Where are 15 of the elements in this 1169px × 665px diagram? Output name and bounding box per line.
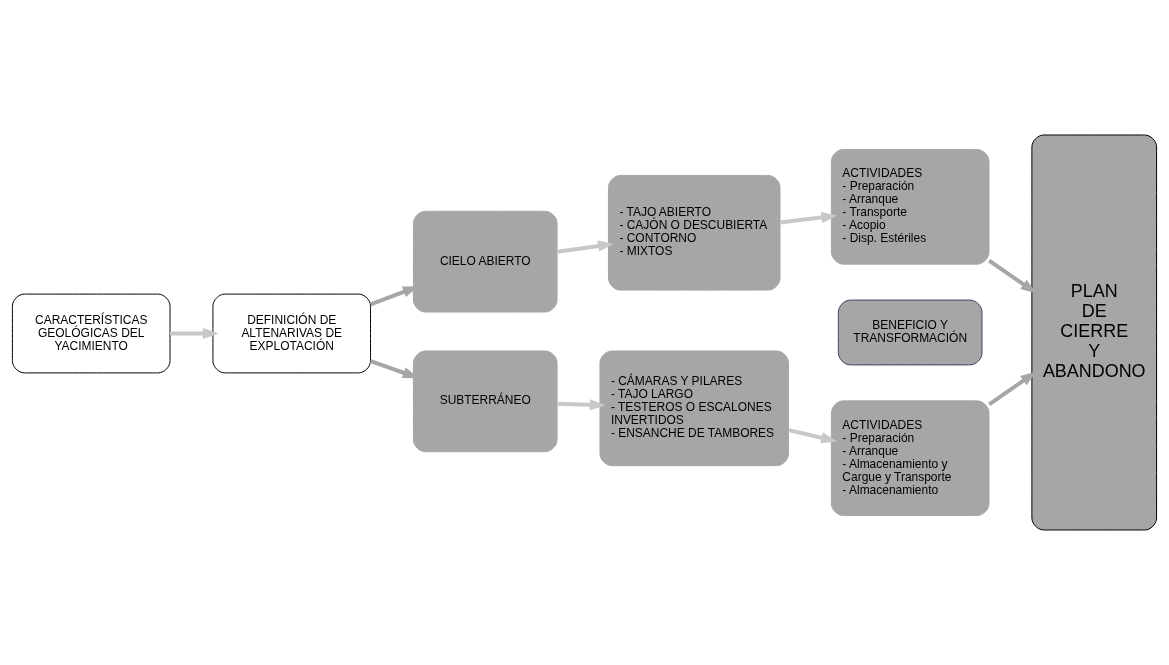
node-box: ACTIVIDADES - Preparación - Arranque - Almacenamiento y Cargue y Transporte - Almacenamiento (830, 400, 990, 517)
node-box: DEFINICIÓN DE ALTENARIVAS DE EXPLOTACIÓN (212, 293, 372, 374)
node-box: ACTIVIDADES - Preparación - Arranque - Transporte - Acopio - Disp. Estériles (830, 148, 990, 265)
arrow (788, 428, 838, 444)
node-box: SUBTERRÁNEO (412, 350, 558, 453)
arrow (170, 327, 219, 340)
arrow (779, 211, 838, 225)
node-box: PLAN DE CIERRE Y ABANDONO (1031, 134, 1158, 531)
node-box: CARACTERÍSTICAS GEOLÓGICAS DEL YACIMIENTO (11, 293, 171, 374)
node-box: BENEFICIO Y TRANSFORMACIÓN (837, 299, 983, 366)
arrow (556, 240, 615, 254)
node-box: - CÁMARAS Y PILARES - TAJO LARGO - TESTEROS O ESCALONES INVERTIDOS - ENSANCHE DE TAMBORES (599, 350, 789, 467)
node-box: CIELO ABIERTO (412, 210, 558, 313)
arrow (557, 399, 606, 411)
node-box: - TAJO ABIERTO - CAJÓN O DESCUBIERTA - CONTORNO - MIXTOS (607, 174, 781, 291)
